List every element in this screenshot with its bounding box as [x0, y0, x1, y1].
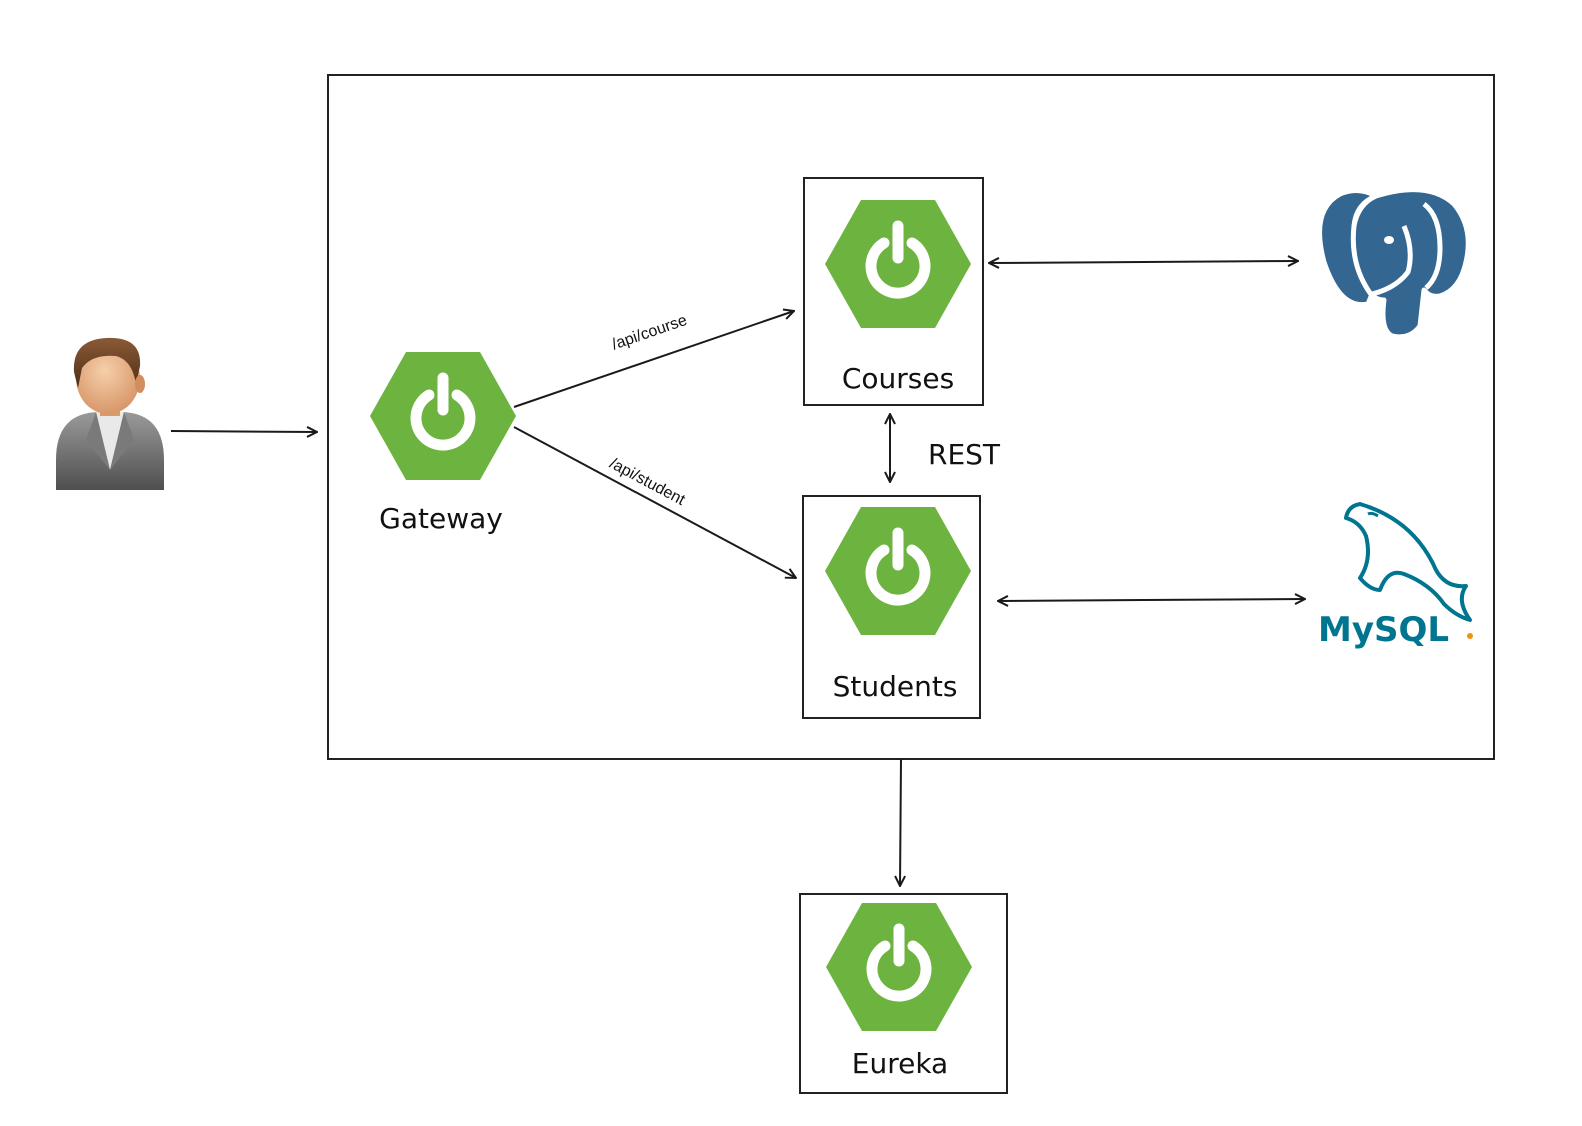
system-to-eureka-arrow — [900, 758, 901, 886]
postgresql-elephant-icon — [1317, 187, 1471, 340]
mysql-logo-text: MySQL — [1318, 610, 1449, 650]
students-label: Students — [833, 670, 958, 703]
gateway-to-courses-arrow — [513, 311, 794, 408]
gateway-label: Gateway — [379, 502, 503, 535]
user-avatar-icon — [56, 337, 164, 490]
mysql-trademark-dot — [1467, 633, 1473, 639]
courses-label: Courses — [842, 362, 954, 395]
user-to-gateway-arrow — [170, 431, 317, 432]
students-mysql-arrow — [998, 599, 1305, 601]
eureka-label: Eureka — [852, 1047, 948, 1080]
courses-postgres-arrow — [989, 261, 1298, 263]
rest-label: REST — [928, 438, 1001, 471]
mysql-dolphin-icon: MySQL — [1318, 502, 1473, 650]
gateway-to-students-arrow — [513, 426, 796, 578]
